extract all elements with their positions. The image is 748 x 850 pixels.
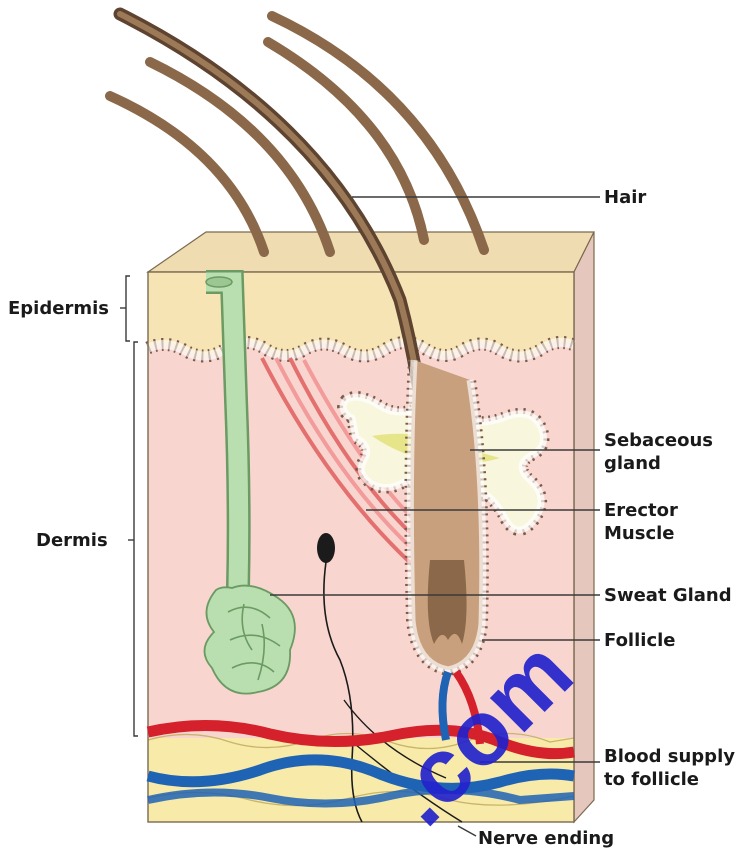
label-sebaceous-gland-1: Sebaceous [604,430,713,451]
bracket-epidermis [120,276,130,341]
label-erector-muscle-1: Erector [604,500,678,521]
nerve-ending-receptor [317,533,335,563]
bracket-dermis [128,342,138,736]
label-sweat-gland: Sweat Gland [604,585,732,606]
label-erector-muscle-2: Muscle [604,523,675,544]
label-blood-supply-1: Blood supply [604,746,735,767]
label-blood-supply-2: to follicle [604,769,699,790]
label-sebaceous-gland-2: gland [604,453,661,474]
skin-side-face [574,232,594,822]
label-nerve-ending: Nerve ending [478,828,614,849]
label-dermis: Dermis [36,530,108,551]
label-epidermis: Epidermis [8,298,109,319]
hair-follicle [410,360,482,670]
label-follicle: Follicle [604,630,676,651]
label-hair: Hair [604,187,646,208]
